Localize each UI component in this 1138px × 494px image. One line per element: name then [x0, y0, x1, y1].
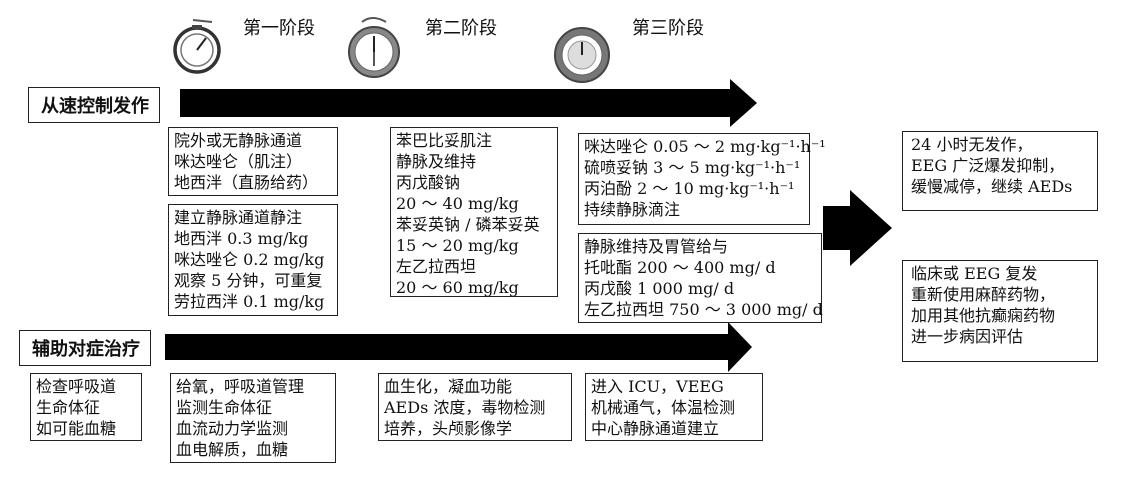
box-line: 进入 ICU，VEEG: [591, 377, 724, 396]
box-line: 静脉维持及胃管给与: [584, 237, 729, 256]
control-bar-label: 从速控制发作: [28, 87, 160, 123]
support-bar-label: 辅助对症治疗: [19, 330, 151, 366]
support-box-stage1: 给氧，呼吸道管理 监测生命体征 血流动力学监测 血电解质，血糖: [170, 373, 336, 463]
box-line: 左乙拉西坦: [396, 257, 477, 276]
stage-label-1: 第一阶段: [243, 18, 315, 39]
support-box-stage2: 血生化，凝血功能 AEDs 浓度，毒物检测 培养，头颅影像学: [378, 373, 572, 441]
box-line: 重新使用麻醉药物，: [911, 285, 1056, 304]
support-box-stage3: 进入 ICU，VEEG 机械通气，体温检测 中心静脉通道建立: [585, 373, 763, 441]
box-line: AEDs 浓度，毒物检测: [384, 398, 546, 417]
box-line: 硫喷妥钠 3 ～ 5 mg·kg⁻¹·h⁻¹: [584, 158, 801, 177]
box-line: 检查呼吸道: [36, 377, 117, 396]
box-line: 劳拉西泮 0.1 mg/kg: [174, 292, 325, 311]
box-line: 缓慢减停，继续 AEDs: [911, 177, 1073, 196]
box-line: 给氧，呼吸道管理: [176, 377, 305, 396]
box-line: 丙戊酸钠: [396, 173, 461, 192]
stage3-maintenance-box: 静脉维持及胃管给与 托吡酯 200 ～ 400 mg/ d 丙戊酸 1 000 …: [578, 233, 823, 323]
support-box-initial: 检查呼吸道 生命体征 如可能血糖: [30, 373, 142, 441]
box-line: 15 ～ 20 mg/kg: [396, 236, 519, 255]
box-line: 咪达唑仑 0.05 ～ 2 mg·kg⁻¹·h⁻¹: [584, 137, 826, 156]
box-line: 20 ～ 60 mg/kg: [396, 278, 519, 297]
box-line: 如可能血糖: [36, 419, 117, 438]
support-arrow: [165, 322, 752, 372]
box-line: 丙戊酸 1 000 mg/ d: [584, 279, 735, 298]
stage-label-2: 第二阶段: [425, 18, 497, 39]
box-line: 静脉及维持: [396, 152, 477, 171]
box-line: 20 ～ 40 mg/kg: [396, 194, 519, 213]
stopwatch-icon: [173, 19, 221, 74]
outcome-relapse-box: 临床或 EEG 复发 重新使用麻醉药物， 加用其他抗癫痫药物 进一步病因评估: [902, 260, 1098, 362]
box-line: 院外或无静脉通道: [174, 131, 303, 150]
box-line: 建立静脉通道静注: [174, 208, 303, 227]
box-line: 地西泮（直肠给药）: [174, 173, 319, 192]
stopwatch-icon: [348, 17, 400, 78]
outcome-arrow: [823, 190, 892, 266]
box-line: EEG 广泛爆发抑制，: [911, 156, 1065, 175]
box-line: 加用其他抗癫痫药物: [911, 306, 1056, 325]
box-line: 机械通气，体温检测: [591, 398, 736, 417]
stopwatch-icon: [554, 27, 610, 83]
box-line: 持续静脉滴注: [584, 200, 681, 219]
box-line: 血生化，凝血功能: [384, 377, 513, 396]
stage1-outpatient-box: 院外或无静脉通道 咪达唑仑（肌注） 地西泮（直肠给药）: [168, 127, 338, 196]
stage1-iv-box: 建立静脉通道静注 地西泮 0.3 mg/kg 咪达唑仑 0.2 mg/kg 观察…: [168, 204, 338, 316]
box-line: 24 小时无发作，: [911, 135, 1033, 154]
box-line: 苯妥英钠 / 磷苯妥英: [396, 215, 540, 234]
box-line: 丙泊酚 2 ～ 10 mg·kg⁻¹·h⁻¹: [584, 179, 795, 198]
stage2-box: 苯巴比妥肌注 静脉及维持 丙戊酸钠 20 ～ 40 mg/kg 苯妥英钠 / 磷…: [390, 127, 558, 297]
box-line: 地西泮 0.3 mg/kg: [174, 229, 309, 248]
box-line: 苯巴比妥肌注: [396, 131, 493, 150]
box-line: 生命体征: [36, 398, 101, 417]
box-line: 咪达唑仑 0.2 mg/kg: [174, 250, 325, 269]
outcome-success-box: 24 小时无发作， EEG 广泛爆发抑制， 缓慢减停，继续 AEDs: [902, 131, 1098, 211]
control-arrow: [180, 79, 757, 127]
stage3-anesthesia-box: 咪达唑仑 0.05 ～ 2 mg·kg⁻¹·h⁻¹ 硫喷妥钠 3 ～ 5 mg·…: [578, 133, 826, 225]
box-line: 临床或 EEG 复发: [911, 264, 1038, 283]
box-line: 咪达唑仑（肌注）: [174, 152, 303, 171]
box-line: 培养，头颅影像学: [384, 419, 513, 438]
box-line: 中心静脉通道建立: [591, 419, 720, 438]
box-line: 血流动力学监测: [176, 419, 289, 438]
box-line: 左乙拉西坦 750 ～ 3 000 mg/ d: [584, 300, 823, 319]
box-line: 进一步病因评估: [911, 327, 1024, 346]
box-line: 监测生命体征: [176, 398, 273, 417]
stage-label-3: 第三阶段: [632, 18, 704, 39]
box-line: 观察 5 分钟，可重复: [174, 271, 323, 290]
box-line: 托吡酯 200 ～ 400 mg/ d: [584, 258, 776, 277]
box-line: 血电解质，血糖: [176, 440, 289, 459]
